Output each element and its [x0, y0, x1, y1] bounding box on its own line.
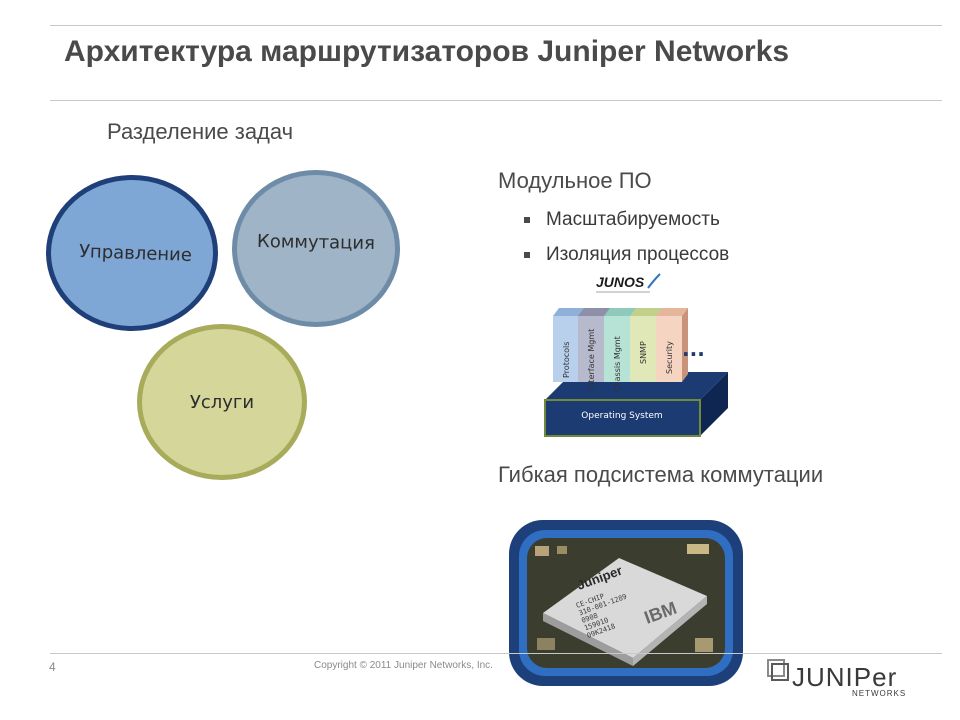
bullet-item: Масштабируемость — [524, 202, 729, 237]
junos-logo: JUNOS — [596, 274, 645, 290]
bullet-list: Масштабируемость Изоляция процессов — [524, 202, 729, 272]
junos-diagram: JUNOS Operating System Protocols Interfa… — [544, 273, 728, 437]
title-rule — [50, 100, 942, 101]
board-components — [535, 544, 713, 652]
circle-services-label: Услуги — [189, 391, 255, 413]
footer-rule — [50, 653, 942, 654]
modular-heading: Модульное ПО — [498, 168, 652, 193]
bullet-text: Изоляция процессов — [546, 243, 730, 265]
bullet-item: Изоляция процессов — [524, 237, 729, 272]
module-label: SNMP — [639, 341, 648, 364]
os-platform-front — [544, 399, 701, 437]
chip-body — [543, 558, 707, 658]
module-label: Protocols — [562, 342, 571, 378]
junos-swoosh-icon — [647, 273, 661, 289]
page-number: 4 — [49, 660, 56, 674]
chip-edge-side — [633, 596, 707, 666]
module-label: Chassis Mgmt — [613, 336, 622, 392]
bullet-square-icon — [524, 251, 530, 258]
os-label: Operating System — [581, 411, 662, 421]
slide-title: Архитектура маршрутизаторов Juniper Netw… — [64, 35, 790, 68]
chip-edge — [543, 613, 633, 666]
chip-photo: Juniper CE-CHIP 310-001-1289 0908 159010… — [509, 520, 743, 686]
juniper-logo: JUNIPer NETWORKS — [767, 659, 906, 698]
bullet-text: Масштабируемость — [546, 208, 720, 230]
logo-square-icon — [771, 663, 789, 681]
module-security: Security — [656, 308, 688, 382]
module-label: Security — [665, 341, 674, 374]
logo-text: JUNIPer — [792, 662, 897, 692]
circle-switching-label: Коммутация — [256, 230, 376, 255]
circle-control-label: Управление — [78, 240, 192, 266]
circle-switching: Коммутация — [232, 170, 400, 327]
top-rule — [50, 25, 942, 26]
os-platform-side — [700, 372, 728, 436]
module-label: Interface Mgmt — [587, 329, 596, 390]
subtitle: Разделение задач — [107, 119, 294, 144]
circle-services: Услуги — [137, 324, 307, 480]
flex-heading: Гибкая подсистема коммутации — [498, 462, 824, 487]
copyright: Copyright © 2011 Juniper Networks, Inc. — [314, 660, 493, 671]
modules-ellipsis: ... — [682, 337, 705, 361]
logo-sub: NETWORKS — [852, 689, 906, 698]
bullet-square-icon — [524, 216, 530, 223]
logo-square-icon — [767, 659, 785, 677]
circle-control: Управление — [46, 175, 218, 331]
